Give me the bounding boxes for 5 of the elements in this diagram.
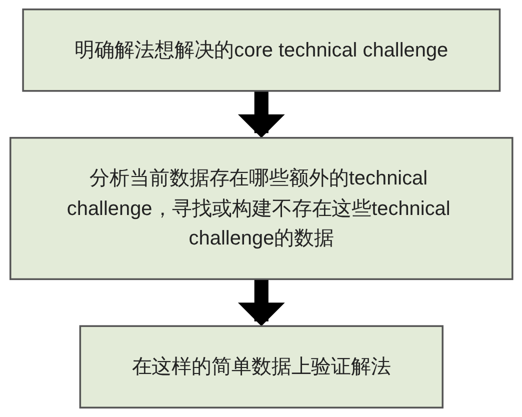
process-box: 在这样的简单数据上验证解法 xyxy=(78,325,444,408)
arrow xyxy=(238,279,284,326)
process-box: 分析当前数据存在哪些额外的technical challenge，寻找或构建不存在这些technical challenge的数据 xyxy=(9,136,513,280)
process-box: 明确解法想解决的core technical challenge xyxy=(22,8,500,92)
arrow xyxy=(238,90,284,138)
